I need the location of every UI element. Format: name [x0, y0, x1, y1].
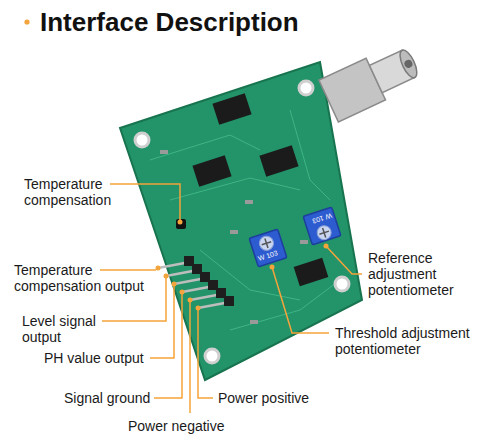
pcb-board	[120, 62, 362, 380]
title-bullet	[24, 19, 29, 24]
pcb-traces	[150, 110, 340, 330]
reference-potentiometer	[303, 207, 341, 245]
callout-label: Power positive	[218, 390, 338, 406]
mounting-holes	[135, 81, 349, 363]
thermistor	[176, 219, 186, 229]
callout-label: Temperature compensation output	[14, 262, 156, 294]
leader-lines	[100, 184, 362, 413]
callout-label: Reference adjustment potentiometer	[368, 250, 488, 298]
callout-label: Threshold adjustment potentiometer	[335, 325, 485, 357]
leader-dots	[156, 220, 329, 311]
callout-label: Level signal output	[22, 313, 117, 345]
callout-label: PH value output	[44, 350, 174, 366]
pin-header	[158, 256, 234, 308]
callout-label: Temperature compensation	[24, 176, 136, 208]
threshold-potentiometer	[249, 229, 287, 267]
callout-label: Power negative	[128, 418, 258, 434]
page-title: Interface Description	[40, 6, 299, 38]
part-marking: W 103	[311, 211, 333, 225]
ic-chips	[192, 93, 328, 286]
part-marking: W 103	[257, 249, 279, 263]
callout-label: Signal ground	[64, 390, 174, 406]
bnc-connector	[319, 40, 424, 121]
